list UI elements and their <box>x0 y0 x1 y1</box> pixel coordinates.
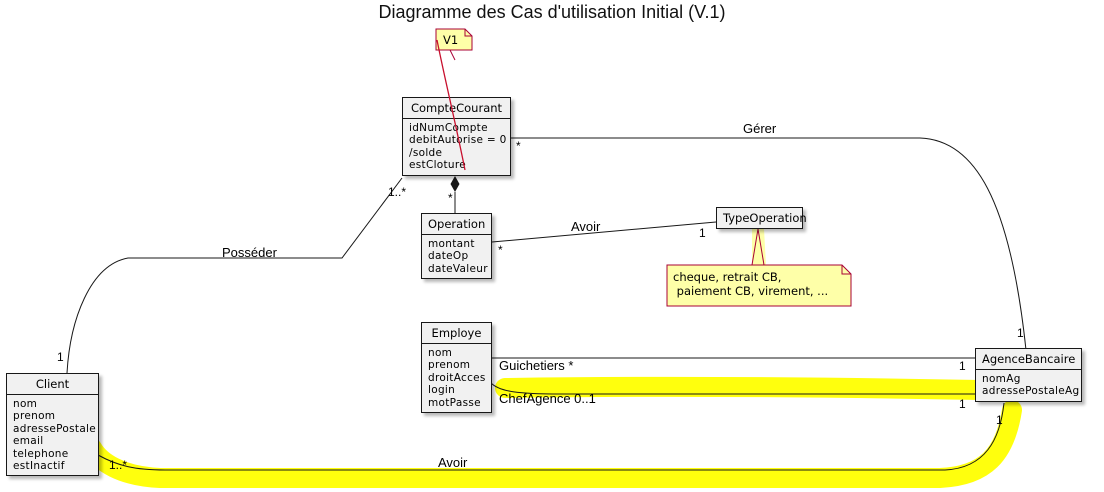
class-name: AgenceBancaire <box>976 349 1081 370</box>
association-avoir-client-line <box>97 402 1005 471</box>
attribute: nom <box>428 347 453 359</box>
note-type-operation-text: cheque, retrait CB, paiement CB, viremen… <box>673 270 828 298</box>
mult-avoir-client: 1..* <box>109 458 128 472</box>
association-gerer-line <box>511 137 1027 351</box>
class-attributes: montant dateOp dateValeur <box>422 235 491 278</box>
label-avoir-type: Avoir <box>571 219 601 234</box>
association-chef-agence-line <box>490 382 975 395</box>
attribute: /solde <box>409 146 443 159</box>
attribute: prenom <box>13 410 56 423</box>
attribute: dateOp <box>428 250 469 263</box>
highlight-chef-agence <box>495 376 990 400</box>
diagram-title: Diagramme des Cas d'utilisation Initial … <box>378 2 726 22</box>
class-name: CompteCourant <box>403 98 510 119</box>
class-employe[interactable]: Employe nom prenom droitAcces login motP… <box>421 322 492 414</box>
attribute: nom <box>13 398 38 410</box>
attribute: motPasse <box>428 396 481 409</box>
attribute: telephone <box>13 447 69 460</box>
label-avoir-client: Avoir <box>438 455 468 470</box>
class-agence-bancaire[interactable]: AgenceBancaire nomAg adressePostaleAg <box>975 348 1082 402</box>
attribute: montant <box>428 238 475 250</box>
class-name: Client <box>7 374 98 395</box>
label-chef-agence: ChefAgence 0..1 <box>499 391 596 406</box>
attribute: estInactif <box>13 460 65 473</box>
note-line: paiement CB, virement, ... <box>673 284 829 298</box>
class-operation[interactable]: Operation montant dateOp dateValeur <box>421 213 492 280</box>
attribute: login <box>428 384 456 397</box>
attribute: nomAg <box>982 373 1021 385</box>
label-guichetiers: Guichetiers * <box>499 358 574 373</box>
attribute: droitAcces <box>428 371 486 384</box>
class-attributes: nom prenom adressePostale email telephon… <box>7 395 98 475</box>
mult-gerer-agence: 1 <box>1017 326 1024 340</box>
attribute: debitAutorise = 0 <box>409 134 507 147</box>
label-gerer: Gérer <box>743 121 777 136</box>
composition-diamond <box>450 176 460 192</box>
mult-avoir-agence: 1 <box>996 413 1003 427</box>
mult-posseder-client: 1 <box>57 350 64 364</box>
class-client[interactable]: Client nom prenom adressePostale email t… <box>6 373 99 477</box>
label-posseder: Posséder <box>222 245 277 260</box>
attribute: prenom <box>428 359 471 372</box>
association-posseder-line <box>66 177 403 374</box>
class-compte-courant[interactable]: CompteCourant idNumCompte debitAutorise … <box>402 97 511 176</box>
highlight-avoir-client <box>82 400 1022 488</box>
note-v1-text: V1 <box>443 33 459 47</box>
mult-chef-agence-agence: 1 <box>959 397 966 411</box>
attribute: email <box>13 435 44 448</box>
class-type-operation[interactable]: TypeOperation <box>716 207 807 229</box>
attribute: adressePostaleAg <box>982 385 1080 398</box>
attribute: estCloture <box>409 159 467 172</box>
class-attributes: nomAg adressePostaleAg <box>976 370 1081 401</box>
class-name: Operation <box>422 214 491 235</box>
association-avoir-type-line <box>491 221 717 243</box>
mult-gerer-compte: * <box>516 139 521 153</box>
mult-composition-operation: * <box>448 191 453 205</box>
attribute: dateValeur <box>428 262 488 275</box>
mult-posseder-compte: 1..* <box>388 185 407 199</box>
class-name: Employe <box>422 323 491 344</box>
class-attributes: nom prenom droitAcces login motPasse <box>422 344 491 412</box>
attribute: adressePostale <box>13 422 97 435</box>
note-type-operation <box>666 228 852 307</box>
mult-avoir-operation: * <box>498 243 503 257</box>
class-name: TypeOperation <box>723 211 807 225</box>
mult-guichetiers-agence: 1 <box>959 359 966 373</box>
class-attributes: idNumCompte debitAutorise = 0 /solde est… <box>403 119 510 175</box>
note-line: cheque, retrait CB, <box>673 270 782 284</box>
mult-avoir-type: 1 <box>699 226 706 240</box>
attribute: idNumCompte <box>409 122 488 134</box>
